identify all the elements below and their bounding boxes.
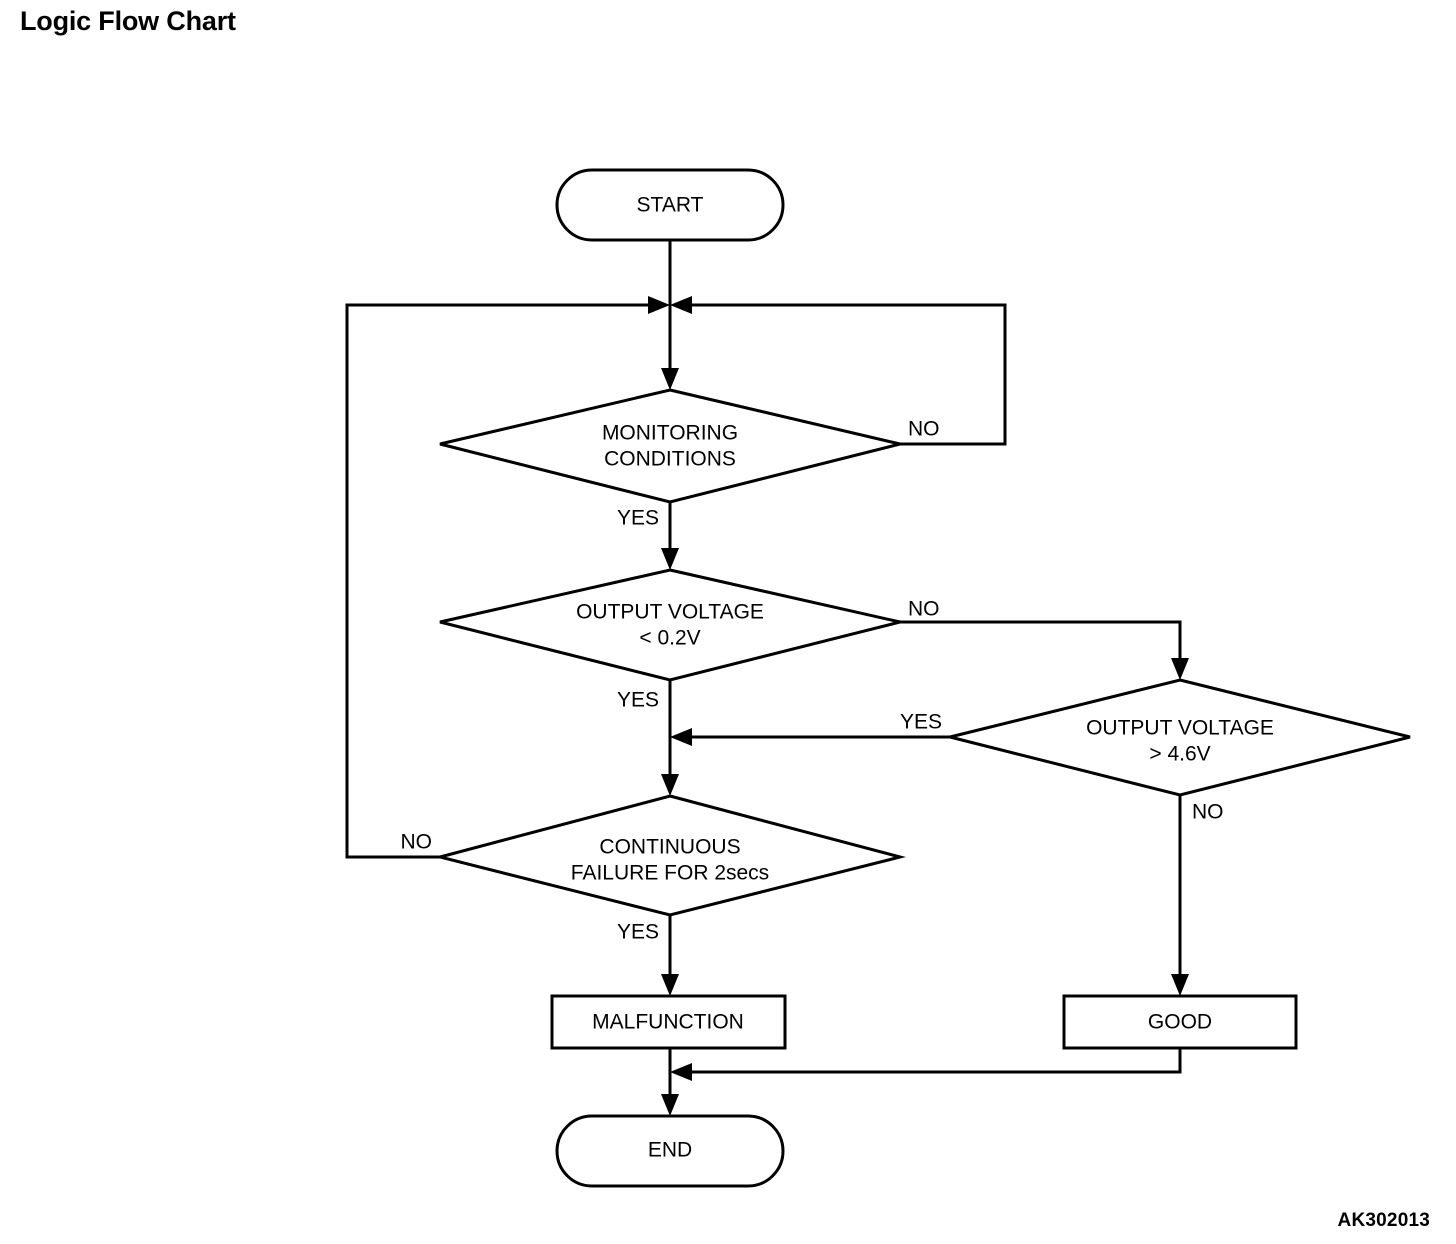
- edge-label-voltage-high-no: NO: [1192, 801, 1224, 824]
- node-output-voltage-low[interactable]: OUTPUT VOLTAGE < 0.2V: [439, 568, 901, 682]
- connector-good-to-end-trunk: [679, 1048, 1182, 1074]
- page-title: Logic Flow Chart: [20, 6, 236, 36]
- edge-label-monitoring-yes: YES: [617, 507, 659, 530]
- node-good[interactable]: GOOD: [1062, 994, 1298, 1050]
- node-output-voltage-high[interactable]: OUTPUT VOLTAGE > 4.6V: [949, 678, 1411, 797]
- monitoring-label-line2: CONDITIONS: [604, 448, 736, 471]
- connector-failure-no-loopback: [345, 303, 661, 859]
- start-shape: [555, 168, 785, 242]
- arrow-good-merge: [670, 1063, 692, 1081]
- voltage-high-label-line1: OUTPUT VOLTAGE: [1086, 717, 1274, 740]
- arrow-into-continuous-failure: [661, 774, 679, 796]
- continuous-failure-shape: [434, 794, 906, 917]
- arrow-into-voltage-high: [1171, 658, 1189, 680]
- end-shape: [555, 1114, 785, 1188]
- arrow-loopback-right-into-junction: [670, 296, 692, 314]
- good-label: GOOD: [1148, 1011, 1212, 1034]
- arrow-into-voltage-low: [661, 548, 679, 570]
- malfunction-shape: [550, 994, 787, 1050]
- arrow-into-end: [661, 1094, 679, 1116]
- arrow-voltage-high-yes-merge: [670, 728, 692, 746]
- monitoring-shape: [439, 388, 901, 504]
- connector-monitoring-no-loopback: [679, 303, 1007, 446]
- voltage-low-label-line2: < 0.2V: [639, 627, 700, 650]
- diagram-code: AK302013: [1337, 1210, 1430, 1231]
- node-start[interactable]: START: [555, 168, 785, 242]
- edge-label-monitoring-no: NO: [908, 418, 940, 441]
- node-end[interactable]: END: [555, 1114, 785, 1188]
- connector-voltage-low-no-to-voltage-high: [900, 620, 1182, 672]
- malfunction-label: MALFUNCTION: [592, 1011, 744, 1034]
- voltage-low-shape: [439, 568, 901, 682]
- edge-label-voltage-low-yes: YES: [617, 689, 659, 712]
- arrow-into-malfunction: [661, 974, 679, 996]
- continuous-failure-label-line2: FAILURE FOR 2secs: [571, 862, 769, 885]
- voltage-low-label-line1: OUTPUT VOLTAGE: [576, 601, 764, 624]
- voltage-high-label-line2: > 4.6V: [1149, 743, 1210, 766]
- start-label: START: [637, 194, 704, 217]
- voltage-high-shape: [949, 678, 1411, 797]
- arrow-into-monitoring: [661, 368, 679, 390]
- edge-label-voltage-low-no: NO: [908, 598, 940, 621]
- edge-label-failure-yes: YES: [617, 921, 659, 944]
- good-shape: [1062, 994, 1298, 1050]
- node-continuous-failure[interactable]: CONTINUOUS FAILURE FOR 2secs: [434, 794, 906, 917]
- continuous-failure-label-line1: CONTINUOUS: [599, 836, 740, 859]
- end-label: END: [648, 1139, 692, 1162]
- edge-label-voltage-high-yes: YES: [900, 711, 942, 734]
- edge-label-failure-no: NO: [401, 831, 433, 854]
- arrow-into-good: [1171, 974, 1189, 996]
- arrow-loopback-left-into-junction: [648, 296, 670, 314]
- monitoring-label-line1: MONITORING: [602, 422, 738, 445]
- node-malfunction[interactable]: MALFUNCTION: [550, 994, 787, 1050]
- node-monitoring-conditions[interactable]: MONITORING CONDITIONS: [439, 388, 901, 504]
